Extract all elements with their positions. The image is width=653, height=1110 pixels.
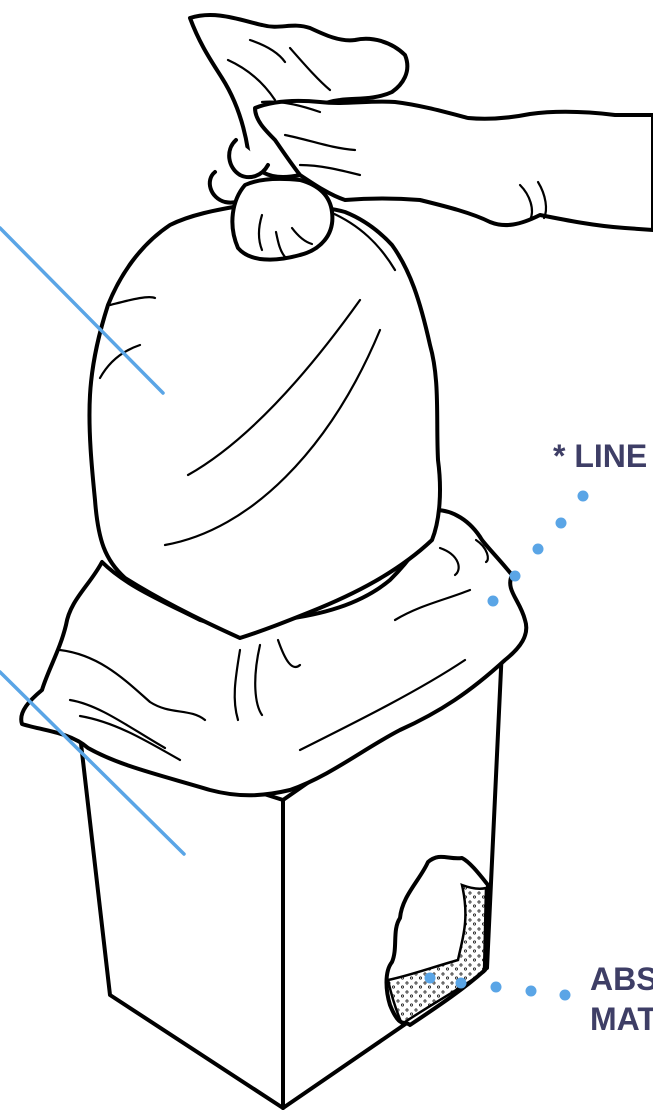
absorbent-label-line-1: ABS bbox=[590, 960, 653, 998]
absorbent-label-line-2: MAT bbox=[590, 1000, 653, 1038]
sealed-bag bbox=[89, 205, 440, 638]
liner-label: * LINE bbox=[553, 437, 647, 475]
bag-body bbox=[89, 205, 440, 638]
bag-knot bbox=[232, 179, 332, 260]
